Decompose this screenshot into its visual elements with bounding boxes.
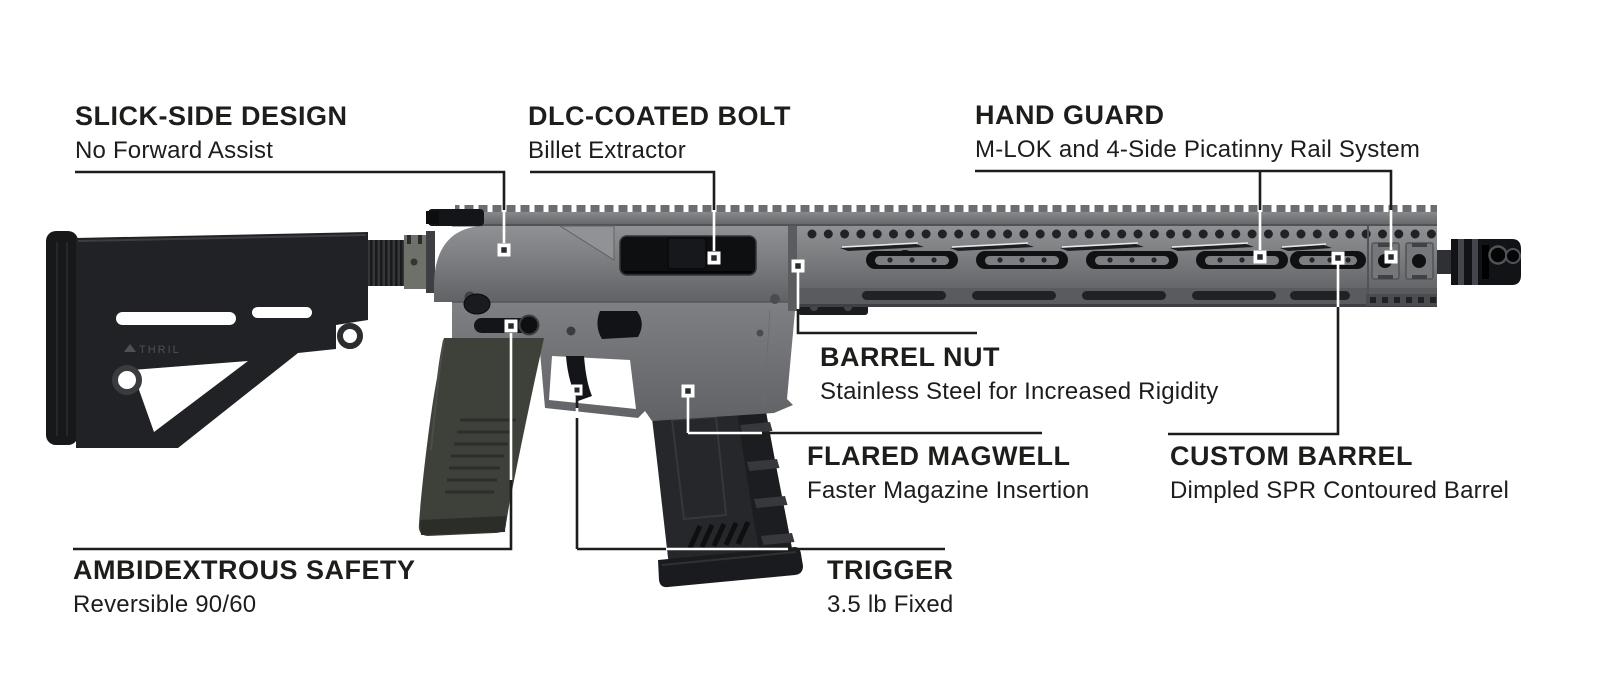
callout-line-hand-guard: [975, 169, 1393, 210]
feature-marker-hand-guard-rear: [1253, 250, 1267, 264]
feature-marker-slick-side: [497, 243, 511, 257]
callout-hand-guard: HAND GUARD M-LOK and 4-Side Picatinny Ra…: [975, 102, 1420, 162]
callout-flared-magwell: FLARED MAGWELL Faster Magazine Insertion: [807, 443, 1089, 503]
callout-trigger: TRIGGER 3.5 lb Fixed: [827, 557, 954, 617]
bottom-slots: [862, 291, 1350, 300]
trigger-blade: [566, 356, 592, 401]
callout-line-ambi-safety: [73, 480, 513, 551]
feature-marker-hand-guard-front: [1384, 250, 1398, 264]
feature-marker-dlc-bolt: [707, 251, 721, 265]
callout-slick-side-design: SLICK-SIDE DESIGN No Forward Assist: [75, 103, 348, 163]
callout-line-barrel-nut: [796, 309, 977, 335]
callout-subtitle: 3.5 lb Fixed: [827, 591, 954, 618]
feature-markers: [497, 243, 1398, 398]
brass-deflector: [558, 225, 615, 261]
callout-title: BARREL NUT: [820, 342, 1000, 372]
stock: THRIL: [46, 231, 368, 448]
muzzle-brake: [1437, 239, 1521, 285]
callout-title: CUSTOM BARREL: [1170, 441, 1414, 471]
feature-marker-safety: [504, 319, 518, 333]
charging-handle: [428, 209, 484, 226]
callout-barrel-nut: BARREL NUT Stainless Steel for Increased…: [820, 344, 1218, 404]
mag-release-button: [463, 293, 491, 315]
brand-triangle-icon: [124, 344, 136, 352]
callout-custom-barrel: CUSTOM BARREL Dimpled SPR Contoured Barr…: [1170, 443, 1509, 503]
pistol-grip: [418, 338, 544, 536]
callout-subtitle: Faster Magazine Insertion: [807, 477, 1090, 504]
bolt-catch: [597, 311, 642, 339]
receiver: [426, 209, 868, 421]
callout-lines: [73, 169, 1393, 551]
feature-marker-flared-magwell: [681, 384, 695, 398]
callout-title: AMBIDEXTROUS SAFETY: [73, 555, 416, 585]
qd-sling-hole: [112, 365, 142, 395]
magazine-floor-plate: [658, 547, 803, 588]
handguard: [797, 226, 1437, 307]
callout-title: DLC-COATED BOLT: [528, 101, 791, 131]
feature-marker-trigger: [571, 384, 583, 396]
upper-lightening-slits: [840, 242, 1332, 251]
callout-title: SLICK-SIDE DESIGN: [75, 101, 348, 131]
callout-line-slick-side: [75, 170, 506, 210]
feature-marker-barrel-nut: [791, 259, 805, 273]
sling-boss-hole: [337, 323, 363, 349]
callout-subtitle: M-LOK and 4-Side Picatinny Rail System: [975, 136, 1421, 163]
callout-ambidextrous-safety: AMBIDEXTROUS SAFETY Reversible 90/60: [73, 557, 416, 617]
callout-subtitle: Reversible 90/60: [73, 591, 257, 618]
stock-brand-text: THRIL: [139, 344, 181, 356]
callout-dlc-coated-bolt: DLC-COATED BOLT Billet Extractor: [528, 103, 791, 163]
trigger-guard-opening: [549, 356, 636, 409]
callout-title: FLARED MAGWELL: [807, 441, 1071, 471]
callout-line-dlc-bolt: [530, 170, 716, 210]
magazine: [650, 400, 803, 588]
top-picatinny-rail: [452, 205, 1437, 227]
callout-line-custom-barrel: [1168, 307, 1340, 436]
buffer-tube: [368, 231, 435, 293]
callout-subtitle: Billet Extractor: [528, 137, 686, 164]
callout-subtitle: Dimpled SPR Contoured Barrel: [1170, 477, 1510, 504]
feature-marker-custom-barrel: [1331, 251, 1345, 265]
callout-title: TRIGGER: [827, 555, 954, 585]
callout-subtitle: No Forward Assist: [75, 137, 274, 164]
callout-subtitle: Stainless Steel for Increased Rigidity: [820, 378, 1219, 405]
callout-title: HAND GUARD: [975, 100, 1165, 130]
